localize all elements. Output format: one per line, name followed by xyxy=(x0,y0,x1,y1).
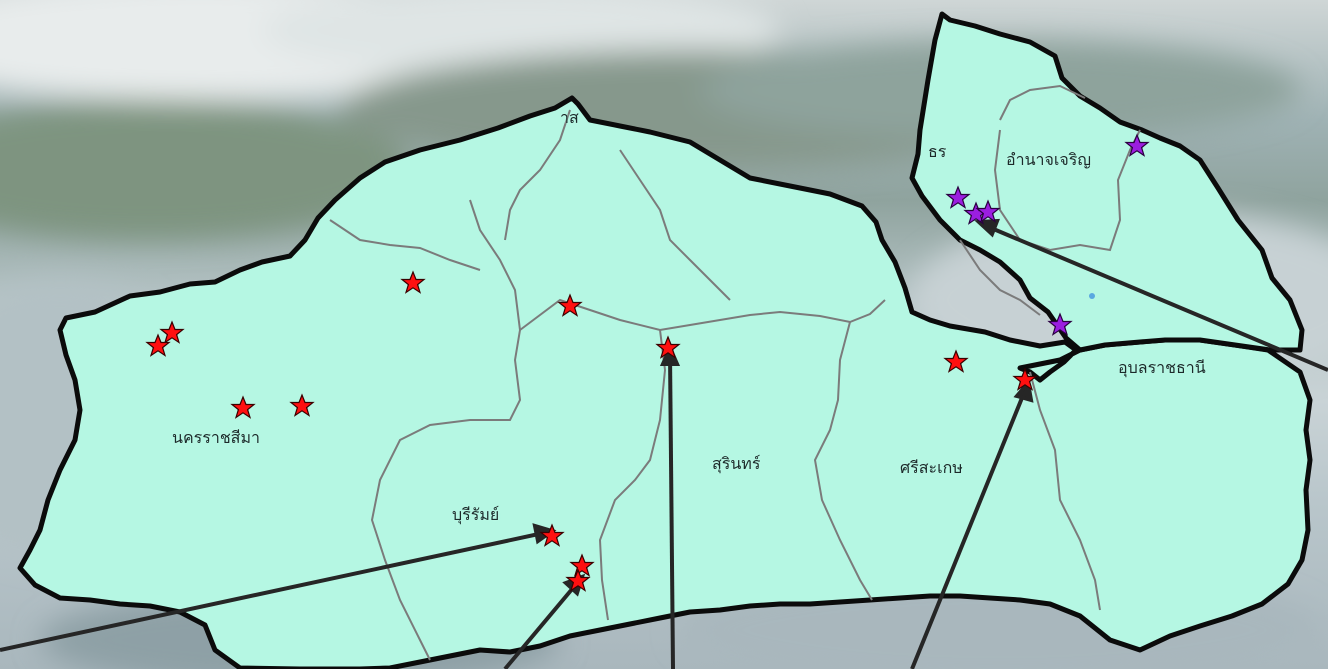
label-ubon-ratchathani: อุบลราชธานี xyxy=(1118,358,1206,377)
region-south-isan xyxy=(17,95,1313,669)
arrow-line xyxy=(0,530,549,652)
label-buriram: บุรีรัมย์ xyxy=(452,505,500,524)
arrow-line xyxy=(983,223,1328,372)
region-north-east xyxy=(909,11,1305,353)
district-boundaries xyxy=(329,84,1141,661)
label-amnat-charoen: อำนาจเจริญ xyxy=(1006,150,1091,169)
arrow-line xyxy=(668,353,675,669)
arrow-line xyxy=(910,387,1028,669)
label-nakhon-ratchasima: นครราชสีมา xyxy=(172,428,260,447)
label-top-partial: าส xyxy=(560,108,579,127)
lake-marker xyxy=(1089,293,1095,299)
arrows xyxy=(0,218,1328,669)
arrowhead xyxy=(1013,378,1034,403)
arrow-line xyxy=(503,580,580,669)
arrowhead xyxy=(974,218,1000,238)
label-yasothon-partial: ธร xyxy=(928,142,947,161)
label-sisaket: ศรีสะเกษ xyxy=(900,458,963,477)
label-surin: สุรินทร์ xyxy=(712,454,761,473)
